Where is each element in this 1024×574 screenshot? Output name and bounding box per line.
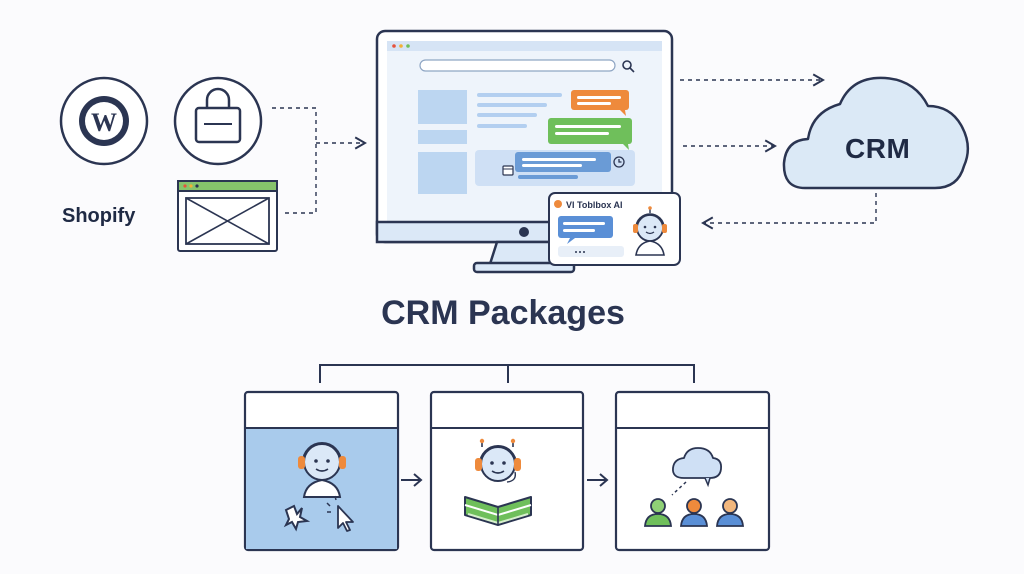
small-cloud-icon: [671, 447, 722, 496]
cursor-icon: [326, 495, 354, 532]
crm-label: CRM: [845, 133, 911, 164]
diagram-title: CRM Packages: [381, 294, 625, 332]
people-icon: [644, 498, 744, 527]
wordpress-icon: W: [59, 76, 149, 166]
widget-agent-icon: [633, 206, 667, 256]
calendar-icon: [502, 165, 514, 176]
book-icon: [464, 496, 532, 526]
search-icon: [622, 60, 635, 73]
source-connector: [272, 107, 367, 214]
image-placeholder-icon: [177, 180, 278, 252]
shopping-bag-icon: [173, 76, 263, 166]
clock-icon: [613, 156, 625, 168]
agent-headset-icon: [298, 442, 346, 498]
chat-widget-title: VI Toblbox AI: [566, 200, 623, 210]
shopify-label: Shopify: [62, 205, 136, 227]
search-bar: [419, 59, 616, 72]
crm-connector: [680, 73, 877, 230]
package-arrow-2: [587, 473, 609, 487]
chat-bubble-green: [548, 118, 632, 150]
package-arrow-1: [401, 473, 423, 487]
cloud-icon: [782, 76, 970, 190]
svg-text:W: W: [91, 108, 117, 137]
bot-headset-icon: [475, 438, 521, 483]
sparkle-icon: [283, 504, 311, 532]
chat-bubble-blue: [515, 152, 611, 172]
chat-bubble-orange: [571, 90, 629, 116]
package-tree-connector: [319, 364, 695, 383]
